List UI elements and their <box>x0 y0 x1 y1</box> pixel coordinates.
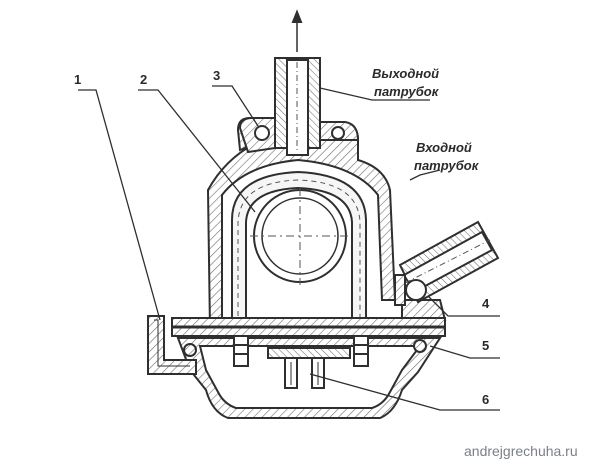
leader-lines <box>78 85 500 411</box>
labels: Выходной патрубок Входной патрубок 1 2 3… <box>74 66 490 407</box>
label-outlet-line1: Выходной <box>372 66 439 81</box>
label-outlet-line2: патрубок <box>374 84 440 99</box>
thermostat <box>267 347 351 389</box>
callout-1: 1 <box>74 72 81 87</box>
callout-6: 6 <box>482 392 489 407</box>
callout-4: 4 <box>482 296 490 311</box>
base-plate <box>171 317 446 337</box>
terminal-bolts <box>183 335 427 367</box>
callout-3: 3 <box>213 68 220 83</box>
bolt-boss <box>238 117 360 154</box>
outlet-pipe <box>274 9 321 156</box>
mounting-bracket <box>147 315 197 375</box>
check-valve-ball <box>394 274 427 306</box>
callout-2: 2 <box>140 72 147 87</box>
callout-5: 5 <box>482 338 489 353</box>
watermark: andrejgrechuha.ru <box>464 443 578 459</box>
label-inlet-line2: патрубок <box>414 158 480 173</box>
label-inlet-line1: Входной <box>416 140 472 155</box>
